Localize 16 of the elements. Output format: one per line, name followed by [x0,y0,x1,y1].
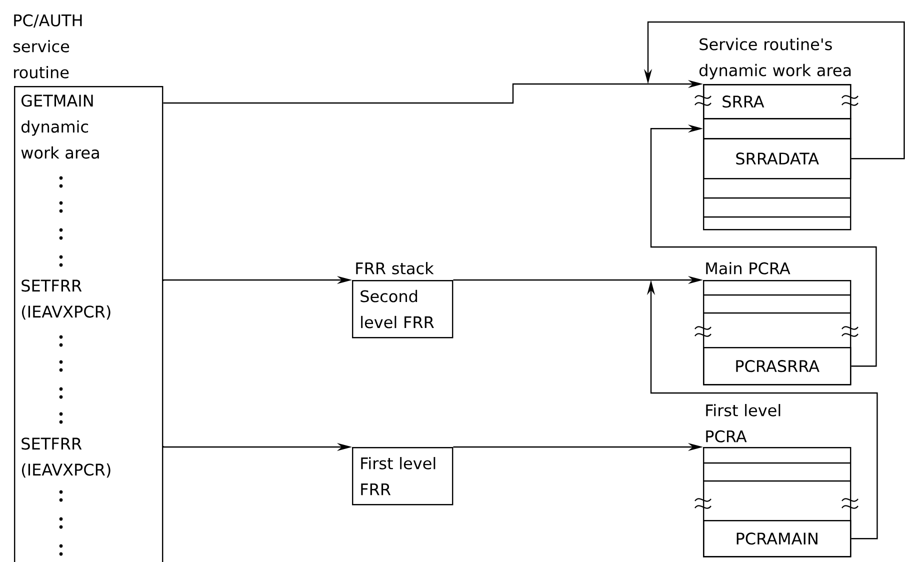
arrow [650,124,877,367]
box-heading: FRR stack [356,262,434,274]
memory-cell: SRRADATA [703,138,852,180]
box-heading: First level PCRA [706,404,780,442]
box-heading: PC/AUTH service routine [13,14,82,78]
entry-text: GETMAIN dynamic work area [21,94,99,159]
entry-text: SETFRR (IEAVXPCR) [22,280,110,320]
memory-cell: PCRAMAIN [703,520,852,558]
frr-box: Second level FRR [352,280,454,338]
memory-cell: PCRASRRA [703,347,852,386]
memory-cell [703,118,852,140]
frr-box: First level FRR [352,447,454,506]
box-heading: Main PCRA [706,262,790,274]
memory-cell: SRRA [703,84,852,120]
box-heading: Service routine's dynamic work area [699,38,851,80]
entry-text: SETFRR (IEAVXPCR) [22,438,110,478]
